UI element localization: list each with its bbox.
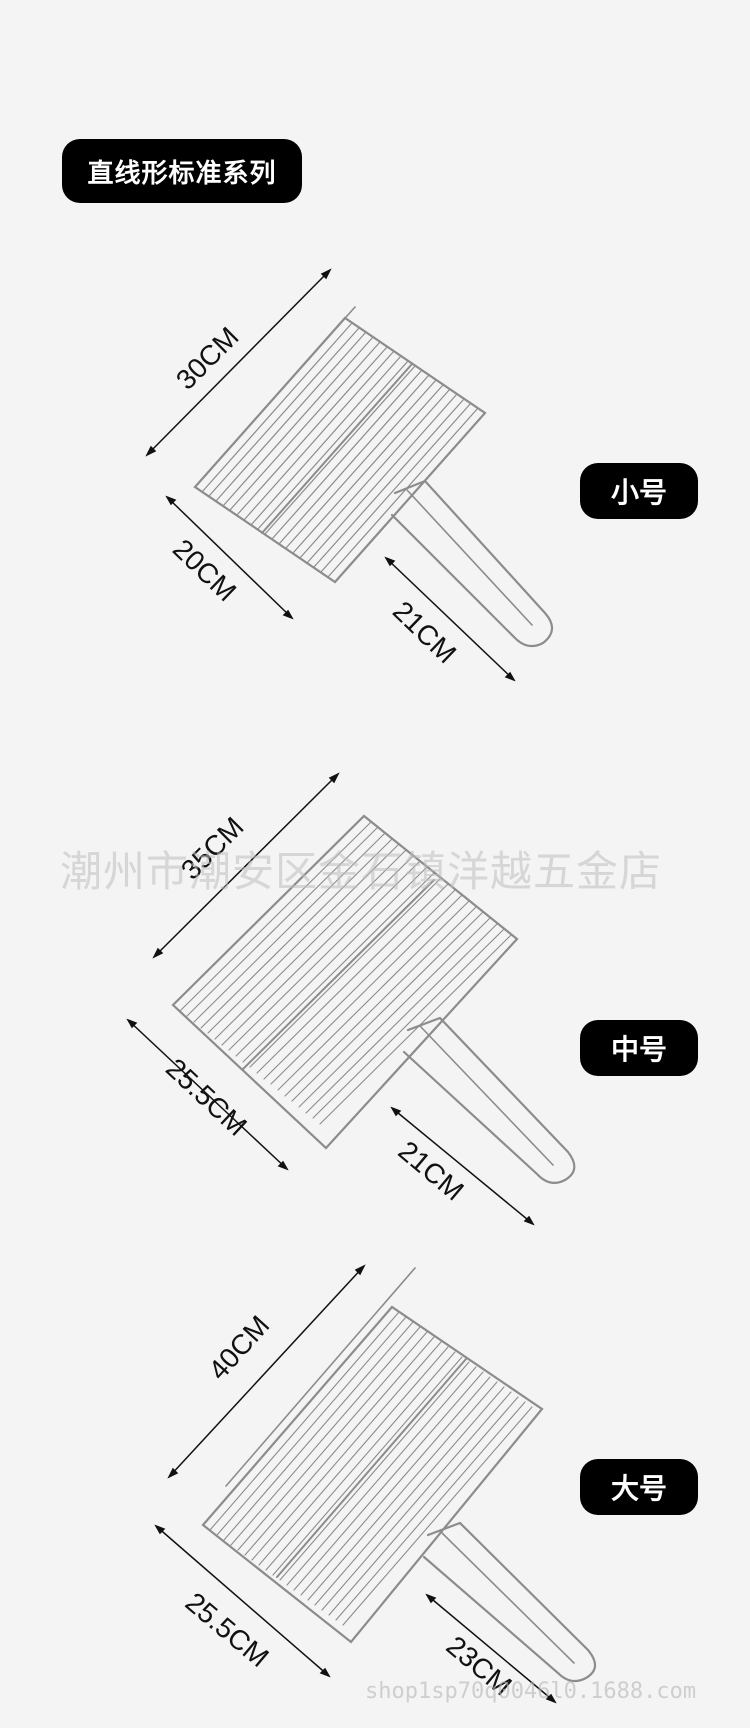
- product-small: 30CM 20CM 21CM: [0, 215, 750, 695]
- product-large-illustration: 40CM 25.5CM 23CM: [154, 1264, 597, 1704]
- watermark-shop-url: shop1sp70q0046l0.1688.com: [365, 1679, 697, 1704]
- product-medium-illustration: 35CM 25.5CM 21CM: [126, 772, 576, 1226]
- series-title-badge: 直线形标准系列: [62, 139, 302, 203]
- size-label-large: 大号: [610, 1472, 667, 1505]
- grill-basket-small: [193, 306, 554, 648]
- size-label-small: 小号: [610, 476, 667, 509]
- handle-label-medium: 21CM: [393, 1135, 470, 1207]
- product-small-illustration: 30CM 20CM 21CM: [145, 268, 554, 682]
- width-label-small: 20CM: [167, 533, 242, 607]
- length-label-small: 30CM: [170, 321, 245, 396]
- size-badge-large: 大号: [580, 1459, 698, 1515]
- product-medium: 35CM 25.5CM 21CM: [0, 760, 750, 1240]
- grill-basket-medium: [171, 814, 576, 1185]
- dimension-lines-large: [154, 1264, 557, 1704]
- size-badge-small: 小号: [580, 463, 698, 519]
- watermark: 潮州市潮安区金石镇洋越五金店: [60, 847, 663, 896]
- product-large: 40CM 25.5CM 23CM: [0, 1250, 750, 1724]
- size-badge-medium: 中号: [580, 1020, 698, 1076]
- dimension-lines-small: [145, 268, 516, 682]
- handle-label-small: 21CM: [387, 595, 462, 669]
- grill-basket-large: [201, 1267, 597, 1683]
- series-title: 直线形标准系列: [87, 158, 277, 189]
- dimension-lines-medium: [126, 772, 535, 1226]
- width-label-large: 25.5CM: [180, 1586, 275, 1673]
- size-label-medium: 中号: [610, 1033, 667, 1066]
